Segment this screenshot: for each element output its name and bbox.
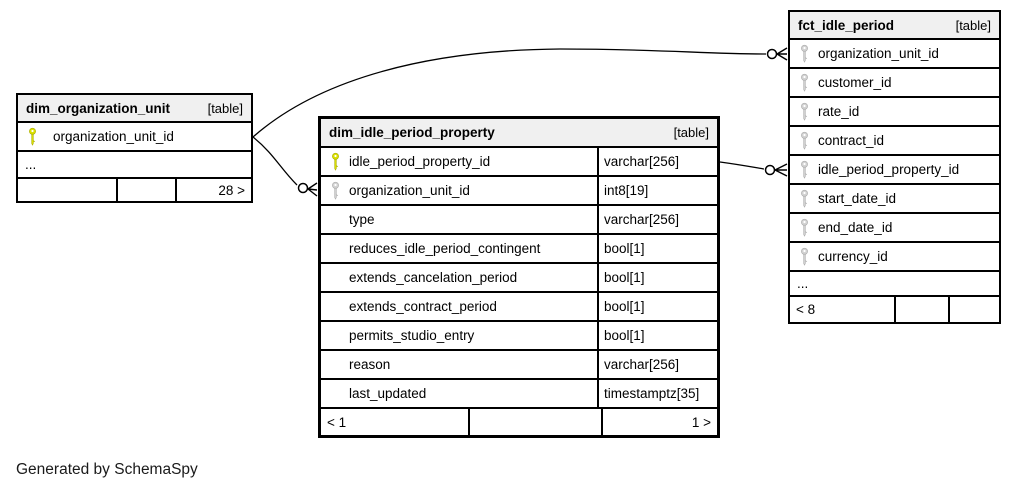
foreign-key-icon — [799, 189, 810, 208]
row-organization_unit_id: organization_unit_id int8[19] — [321, 177, 717, 206]
column-name: last_updated — [349, 386, 427, 401]
column-name: type — [349, 212, 375, 227]
table-header: fct_idle_period [table] — [790, 12, 999, 40]
column-name: idle_period_property_id — [818, 162, 960, 177]
table-node-dim_idle_period_property[interactable]: dim_idle_period_property [table] idle_pe… — [318, 116, 720, 438]
table-node-dim_organization_unit[interactable]: dim_organization_unit [table] organizati… — [16, 93, 253, 203]
zero-cardinality-circle — [764, 164, 776, 176]
crow-foot-many-icon — [307, 182, 318, 197]
primary-key-icon — [330, 152, 341, 171]
row-currency_id: currency_id — [790, 243, 999, 272]
row-extends_contract_period: extends_contract_period bool[1] — [321, 293, 717, 322]
column-name: rate_id — [818, 104, 860, 119]
table-title: dim_idle_period_property — [329, 125, 495, 140]
column-name: reduces_idle_period_contingent — [349, 241, 541, 256]
foreign-key-icon — [799, 218, 810, 237]
row-contract_id: contract_id — [790, 127, 999, 156]
crow-foot-many-icon — [776, 47, 788, 61]
row-extends_cancelation_period: extends_cancelation_period bool[1] — [321, 264, 717, 293]
foreign-key-icon — [799, 131, 810, 150]
foreign-key-icon — [799, 102, 810, 121]
footer-cell — [18, 179, 116, 201]
footer-related-count: 1 > — [601, 409, 717, 435]
foreign-key-icon — [799, 160, 810, 179]
row-idle_period_property_id: idle_period_property_id — [790, 156, 999, 185]
table-header: dim_idle_period_property [table] — [321, 119, 717, 148]
table-type-badge: [table] — [955, 17, 991, 33]
column-type: varchar[256] — [597, 351, 717, 378]
row-type: type varchar[256] — [321, 206, 717, 235]
column-type: bool[1] — [597, 235, 717, 262]
column-type: varchar[256] — [597, 148, 717, 175]
foreign-key-icon — [330, 181, 341, 200]
row-start_date_id: start_date_id — [790, 185, 999, 214]
column-type: bool[1] — [597, 322, 717, 349]
column-name: idle_period_property_id — [349, 154, 491, 169]
row-organization_unit_id: organization_unit_id — [790, 40, 999, 69]
table-type-badge: [table] — [207, 100, 243, 116]
column-name: start_date_id — [818, 191, 897, 206]
row-organization_unit_id: organization_unit_id — [18, 123, 251, 152]
zero-cardinality-circle — [766, 48, 778, 60]
foreign-key-icon — [799, 73, 810, 92]
relationship-orgunit-to-ipp — [252, 136, 318, 197]
column-name: end_date_id — [818, 220, 893, 235]
column-name: extends_contract_period — [349, 299, 497, 314]
row-reason: reason varchar[256] — [321, 351, 717, 380]
zero-cardinality-circle — [297, 182, 309, 194]
column-name: reason — [349, 357, 391, 372]
column-name: customer_id — [818, 75, 892, 90]
generated-by-note: Generated by SchemaSpy — [16, 461, 198, 478]
table-footer: 28 > — [18, 179, 251, 201]
row-customer_id: customer_id — [790, 69, 999, 98]
column-type: int8[19] — [597, 177, 717, 204]
column-type: varchar[256] — [597, 206, 717, 233]
footer-cell — [894, 297, 948, 322]
row-reduces_idle_period_contingent: reduces_idle_period_contingent bool[1] — [321, 235, 717, 264]
crow-foot-many-icon — [774, 163, 788, 177]
relationship-ipp-to-fct — [719, 161, 788, 177]
footer-cell — [948, 297, 999, 322]
column-type: timestamptz[35] — [597, 380, 717, 407]
footer-cell — [116, 179, 175, 201]
column-name: organization_unit_id — [818, 46, 939, 61]
column-name: contract_id — [818, 133, 885, 148]
column-type: bool[1] — [597, 293, 717, 320]
primary-key-icon — [27, 127, 38, 146]
footer-cell — [468, 409, 601, 435]
footer-related-count: 28 > — [175, 179, 251, 201]
collapsed-columns-ellipsis: ... — [18, 152, 251, 179]
column-name: extends_cancelation_period — [349, 270, 518, 285]
foreign-key-icon — [799, 44, 810, 63]
row-permits_studio_entry: permits_studio_entry bool[1] — [321, 322, 717, 351]
table-footer: < 1 1 > — [321, 409, 717, 435]
row-idle_period_property_id: idle_period_property_id varchar[256] — [321, 148, 717, 177]
column-name: permits_studio_entry — [349, 328, 475, 343]
column-name: organization_unit_id — [53, 129, 174, 144]
column-name: currency_id — [818, 249, 888, 264]
row-rate_id: rate_id — [790, 98, 999, 127]
table-header: dim_organization_unit [table] — [18, 95, 251, 123]
row-last_updated: last_updated timestamptz[35] — [321, 380, 717, 409]
collapsed-columns-ellipsis: ... — [790, 272, 999, 297]
foreign-key-icon — [799, 247, 810, 266]
table-title: dim_organization_unit — [26, 100, 171, 116]
column-type: bool[1] — [597, 264, 717, 291]
footer-related-count: < 1 — [327, 414, 347, 430]
footer-related-count: < 8 — [796, 302, 816, 317]
table-type-badge: [table] — [673, 125, 709, 140]
table-footer: < 8 — [790, 297, 999, 322]
table-title: fct_idle_period — [798, 17, 895, 33]
column-name: organization_unit_id — [349, 183, 470, 198]
table-node-fct_idle_period[interactable]: fct_idle_period [table] organization_uni… — [788, 10, 1001, 324]
row-end_date_id: end_date_id — [790, 214, 999, 243]
